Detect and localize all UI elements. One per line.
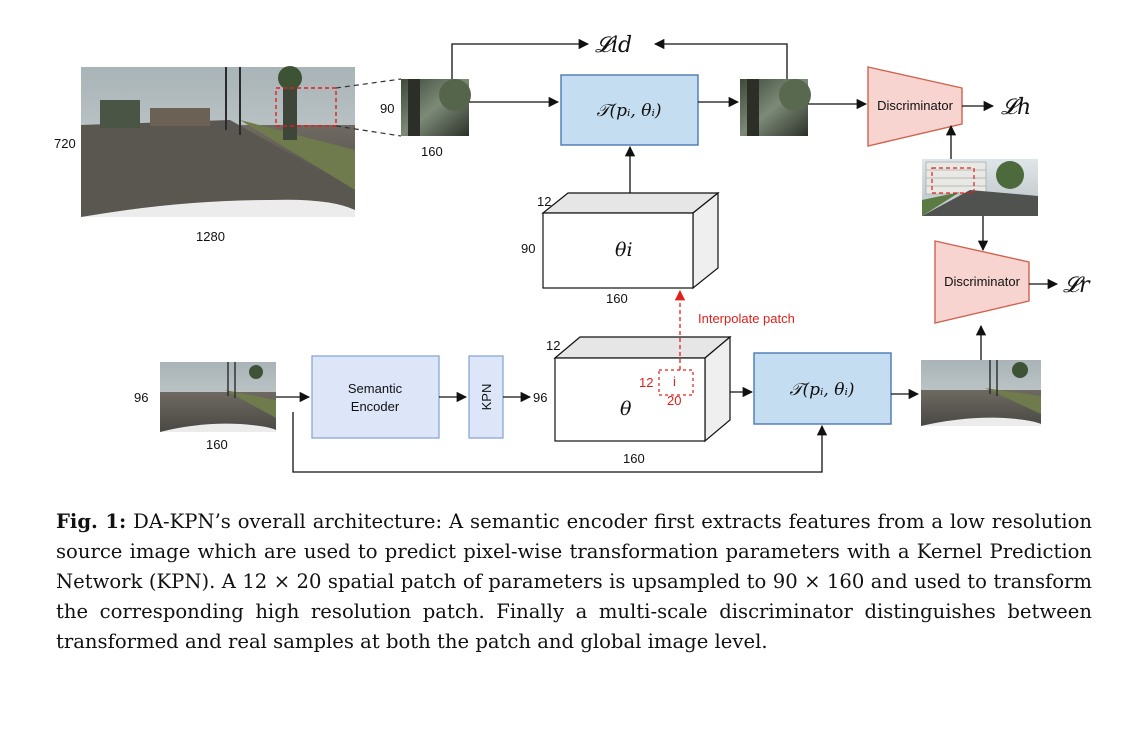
theta-width-label: 160	[623, 451, 645, 466]
theta-symbol: θ	[620, 398, 632, 420]
discriminator-global-label: Discriminator	[944, 274, 1021, 289]
theta-cuboid	[553, 335, 732, 443]
lr-transformed-image	[921, 360, 1041, 426]
transform-label-bottom: 𝒯(pᵢ, θᵢ)	[789, 380, 854, 400]
theta-i-height-label: 90	[521, 241, 535, 256]
skip-connection-lr-to-transform	[292, 412, 828, 473]
theta-i-symbol: θi	[615, 239, 633, 261]
patch-width-label: 160	[421, 144, 443, 159]
caption-text: DA-KPN’s overall architecture: A semanti…	[56, 510, 1092, 653]
discriminator-global	[934, 240, 1030, 324]
transform-label-top: 𝒯(pᵢ, θᵢ)	[596, 101, 661, 121]
transformed-patch-image	[740, 79, 811, 136]
lr-height-label: 96	[134, 390, 148, 405]
source-image-width-label: 1280	[196, 229, 225, 244]
semantic-encoder-label-line1: Semantic	[348, 381, 403, 396]
patch-height-label: 90	[380, 101, 394, 116]
theta-depth-label: 12	[546, 338, 560, 353]
zoom-line-top	[335, 78, 402, 89]
theta-height-label: 96	[533, 390, 547, 405]
semantic-encoder-block	[311, 355, 440, 439]
loss-id: 𝓛id	[595, 33, 632, 58]
hr-patch-image	[401, 79, 471, 136]
source-image-height-label: 720	[54, 136, 76, 151]
kpn-label: KPN	[479, 384, 494, 411]
real-city-image	[922, 159, 1038, 216]
parameter-patch-index: i	[673, 374, 676, 389]
lr-width-label: 160	[206, 437, 228, 452]
discriminator-patch-label: Discriminator	[877, 98, 954, 113]
loss-h: 𝓛h	[1001, 95, 1031, 120]
source-image	[81, 66, 355, 217]
theta-i-width-label: 160	[606, 291, 628, 306]
kpn-block	[468, 355, 504, 439]
arrow-patch-to-lid	[451, 38, 590, 79]
arrow-output-to-lid	[653, 38, 788, 79]
theta-i-depth-label: 12	[537, 194, 551, 209]
loss-r: 𝓛r	[1063, 273, 1091, 298]
transform-block-bottom	[753, 352, 892, 425]
interpolate-patch-label: Interpolate patch	[698, 311, 795, 326]
theta-i-cuboid	[541, 191, 720, 290]
transform-block-top	[560, 74, 699, 146]
architecture-diagram: 720 1280 90 160 𝓛id 𝒯(pᵢ, θᵢ) Discrimina…	[54, 33, 1091, 473]
parameter-patch-height: 12	[639, 375, 653, 390]
figure-caption: Fig. 1: DA-KPN’s overall architecture: A…	[56, 507, 1092, 657]
parameter-patch-width: 20	[667, 393, 681, 408]
lr-source-image	[160, 362, 276, 432]
semantic-encoder-label-line2: Encoder	[351, 399, 400, 414]
discriminator-patch	[867, 66, 963, 147]
figure-label: Fig. 1:	[56, 510, 127, 533]
zoom-line-bottom	[335, 125, 402, 137]
